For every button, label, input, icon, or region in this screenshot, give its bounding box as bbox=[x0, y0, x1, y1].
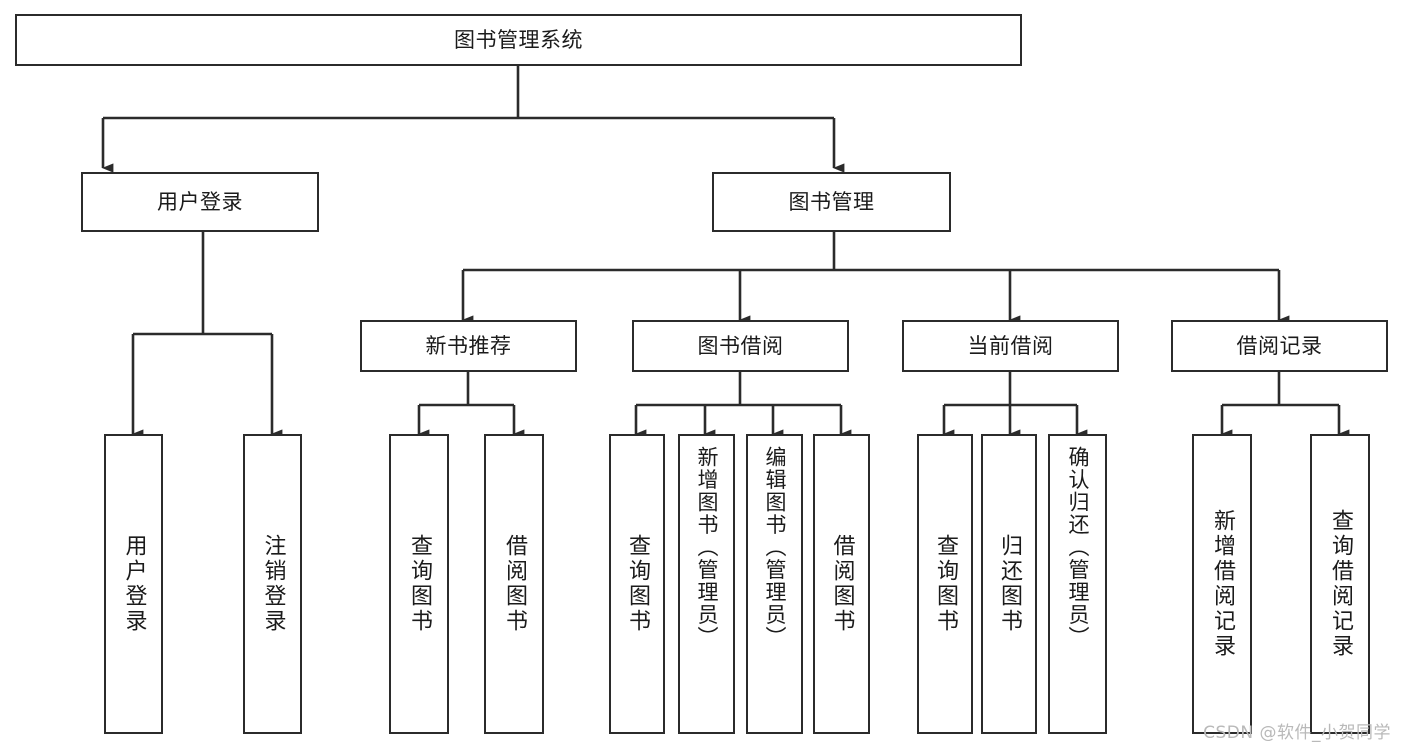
node-root-label: 图书管理系统 bbox=[454, 27, 583, 52]
node-leaf-user-login[interactable]: 用户登录 bbox=[104, 434, 163, 734]
node-leaf-logout[interactable]: 注销登录 bbox=[243, 434, 302, 734]
connector-lines bbox=[101, 66, 1350, 439]
node-leaf-query-record-label: 查询借阅记录 bbox=[1328, 509, 1353, 659]
node-borrow-record[interactable]: 借阅记录 bbox=[1171, 320, 1388, 372]
node-book-borrow-label: 图书借阅 bbox=[697, 333, 784, 358]
node-leaf-query-book-2[interactable]: 查询图书 bbox=[609, 434, 665, 734]
node-leaf-query-book-1-label: 查询图书 bbox=[407, 534, 432, 634]
node-book-manage-label: 图书管理 bbox=[788, 189, 875, 214]
node-leaf-borrow-book-2-label: 借阅图书 bbox=[829, 534, 855, 634]
node-leaf-add-record-label: 新增借阅记录 bbox=[1210, 509, 1235, 659]
node-leaf-borrow-book-1-label: 借阅图书 bbox=[502, 534, 527, 634]
node-new-book-rec-label: 新书推荐 bbox=[425, 333, 512, 358]
node-leaf-add-book-label: 新增图书（管理员） bbox=[695, 446, 719, 649]
node-new-book-rec[interactable]: 新书推荐 bbox=[360, 320, 577, 372]
node-leaf-confirm-return[interactable]: 确认归还（管理员） bbox=[1048, 434, 1107, 734]
node-leaf-add-record[interactable]: 新增借阅记录 bbox=[1192, 434, 1252, 734]
node-leaf-edit-book-label: 编辑图书（管理员） bbox=[763, 446, 787, 649]
node-current-borrow-label: 当前借阅 bbox=[967, 333, 1054, 358]
node-leaf-query-record[interactable]: 查询借阅记录 bbox=[1310, 434, 1370, 734]
node-leaf-user-login-label: 用户登录 bbox=[121, 534, 147, 634]
node-leaf-logout-label: 注销登录 bbox=[260, 534, 286, 634]
node-leaf-confirm-return-label: 确认归还（管理员） bbox=[1066, 446, 1090, 649]
node-leaf-return-book-label: 归还图书 bbox=[997, 534, 1022, 634]
node-leaf-query-book-2-label: 查询图书 bbox=[625, 534, 650, 634]
node-book-manage[interactable]: 图书管理 bbox=[712, 172, 951, 232]
node-leaf-borrow-book-1[interactable]: 借阅图书 bbox=[484, 434, 544, 734]
node-user-login[interactable]: 用户登录 bbox=[81, 172, 319, 232]
node-book-borrow[interactable]: 图书借阅 bbox=[632, 320, 849, 372]
node-leaf-query-book-3[interactable]: 查询图书 bbox=[917, 434, 973, 734]
node-leaf-edit-book[interactable]: 编辑图书（管理员） bbox=[746, 434, 803, 734]
node-leaf-query-book-3-label: 查询图书 bbox=[933, 534, 958, 634]
node-user-login-label: 用户登录 bbox=[157, 189, 243, 214]
node-current-borrow[interactable]: 当前借阅 bbox=[902, 320, 1119, 372]
node-leaf-query-book-1[interactable]: 查询图书 bbox=[389, 434, 449, 734]
node-leaf-borrow-book-2[interactable]: 借阅图书 bbox=[813, 434, 870, 734]
node-root[interactable]: 图书管理系统 bbox=[15, 14, 1022, 66]
node-leaf-return-book[interactable]: 归还图书 bbox=[981, 434, 1037, 734]
node-borrow-record-label: 借阅记录 bbox=[1236, 333, 1323, 358]
node-leaf-add-book[interactable]: 新增图书（管理员） bbox=[678, 434, 735, 734]
